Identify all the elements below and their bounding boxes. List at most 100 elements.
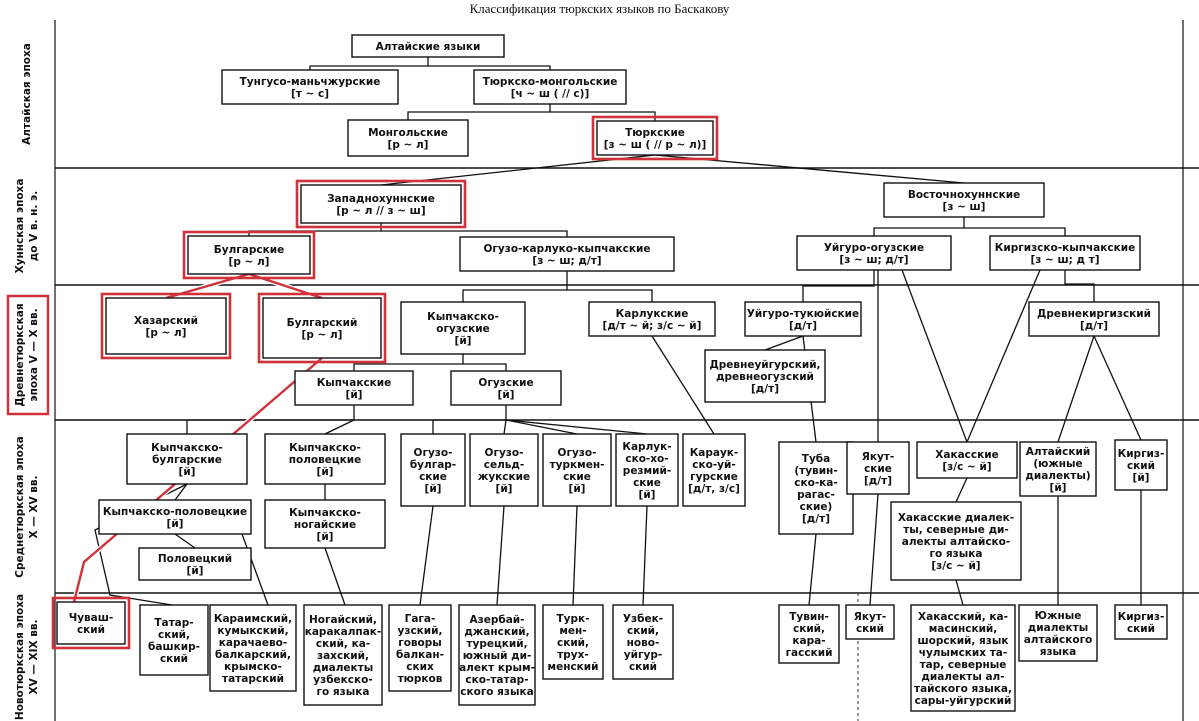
node-label: Кыпчакско-половецкие[й]: [289, 442, 362, 478]
node-yakut: Якут-ские[д/т]: [846, 441, 910, 495]
node-box: [347, 119, 469, 157]
node-box: [890, 501, 1022, 581]
node-box: [450, 370, 562, 406]
tree-edge: [1093, 335, 1142, 441]
node-box: [846, 441, 910, 495]
tree-edge: [324, 547, 346, 606]
node-khakdial: Хакасские диалек-ты, северные ди-алекты …: [890, 501, 1022, 581]
node-box: [469, 433, 539, 507]
node-kirgiz2: Киргиз-ский: [1114, 604, 1168, 640]
node-label: Киргизско-кыпчакские[з ~ ш; д т]: [995, 242, 1135, 266]
node-karluyg: Караук-ско-уй-гурские[д/т, з/с]: [682, 433, 746, 507]
node-label: Чуваш-ский: [69, 612, 114, 636]
tree-edge: [869, 493, 879, 606]
tree-edge: [496, 505, 505, 606]
tree-edge: [955, 477, 968, 503]
tree-edge: [901, 269, 968, 443]
node-uzbek: Узбек-ский,ново-уйгур-ский: [612, 604, 674, 680]
node-azer: Азербай-джанский,турецкий,южный ди-алект…: [458, 604, 536, 706]
tree-edge: [1064, 270, 1095, 302]
tree-edge: [324, 419, 355, 435]
node-box: [542, 604, 604, 680]
node-box: [916, 441, 1018, 479]
node-highlight: [100, 292, 232, 360]
node-nogai: Ногайский,каракалпак-ский, ка-захский,ди…: [303, 604, 383, 706]
node-label: Караимский,кумыкский,карачаево-балкарски…: [214, 613, 292, 685]
node-kypchak: Кыпчакские[й]: [294, 370, 414, 406]
tree-edge: [567, 289, 653, 302]
tree-edge: [505, 419, 648, 435]
node-label: Древнеуйгурский,древнеогузский[д/т]: [709, 359, 820, 395]
node-kirgkyp: Киргизско-кыпчакские[з ~ ш; д т]: [989, 235, 1141, 271]
node-label: Западнохуннские[р ~ л // з ~ ш]: [327, 193, 435, 217]
node-oguzbulg: Огузо-булгар-ские[й]: [400, 433, 466, 507]
node-label: Кыпчакско-огузские[й]: [427, 311, 499, 347]
node-box: [351, 34, 505, 58]
node-bulgar: Булгарские[р ~ л]: [182, 230, 316, 280]
node-label: Булгарский[р ~ л]: [287, 317, 358, 341]
node-label: Киргиз-ский[й]: [1118, 448, 1165, 484]
node-chuvash: Чуваш-ский: [51, 596, 131, 650]
node-box: [388, 604, 452, 692]
node-label: Якут-ский: [854, 611, 887, 635]
node-uyguroguz: Уйгуро-огузские[з ~ ш; д/т]: [796, 235, 952, 271]
node-easthun: Восточнохуннские[з ~ ш]: [883, 182, 1045, 218]
tree-edge: [463, 363, 507, 371]
node-bulgar2: Булгарский[р ~ л]: [257, 292, 387, 364]
node-turkmen: Турк-мен-ский,трух-менский: [542, 604, 604, 680]
tree-edge: [174, 533, 196, 549]
node-box: [262, 297, 382, 359]
node-box: [139, 604, 209, 676]
tree-edge: [353, 354, 464, 371]
node-label: Карлук-ско-хо-резмий-ские[й]: [622, 441, 671, 501]
node-tuvin: Тувин-ский,кара-гасский: [778, 604, 840, 664]
node-westhun: Западнохуннские[р ~ л // з ~ ш]: [295, 179, 467, 229]
tree-edge: [873, 217, 965, 236]
node-label: Огузо-туркмен-ские[й]: [550, 447, 605, 495]
tree-edge: [462, 271, 568, 302]
node-box: [910, 604, 1016, 712]
node-turkic: Тюркские[з ~ ш ( // р ~ л)]: [591, 115, 719, 161]
node-label: Хазарский[р ~ л]: [134, 315, 198, 339]
node-box: [989, 235, 1141, 271]
tree-edge: [1057, 335, 1095, 443]
node-label: Кыпчакско-половецкие[й]: [103, 506, 247, 530]
node-yakut2: Якут-ский: [845, 604, 895, 640]
tree-edge: [309, 57, 429, 70]
node-box: [796, 235, 952, 271]
node-polov: Половецкий[й]: [138, 547, 252, 581]
node-tatar: Татар-ский,башкир-ский: [139, 604, 209, 676]
node-label: Монгольские[р ~ л]: [368, 127, 448, 151]
node-label: Татар-ский,башкир-ский: [148, 617, 200, 665]
node-tungus: Тунгусо-маньчжурские[т ~ с]: [221, 69, 399, 105]
node-label: Тунгусо-маньчжурские[т ~ с]: [240, 76, 381, 100]
tree-edge: [964, 227, 1066, 236]
svg-text:Алтайская эпоха: Алтайская эпоха: [21, 43, 33, 145]
node-box: [221, 69, 399, 105]
tree-edge: [966, 269, 1041, 443]
node-box: [300, 184, 462, 224]
node-label: Тюркские[з ~ ш ( // р ~ л)]: [604, 127, 707, 151]
node-label: Уйгуро-тукюйские[д/т]: [747, 308, 859, 332]
node-box: [56, 601, 126, 645]
node-box: [400, 433, 466, 507]
node-kypnog: Кыпчакско-ногайские[й]: [264, 499, 386, 549]
node-box: [105, 297, 227, 355]
node-box: [1114, 604, 1168, 640]
tree-edge: [241, 533, 269, 606]
tree-edge: [381, 230, 568, 237]
node-box: [1019, 441, 1097, 497]
node-label: Тюркско-монгольские[ч ~ ш ( // с)]: [483, 76, 618, 100]
